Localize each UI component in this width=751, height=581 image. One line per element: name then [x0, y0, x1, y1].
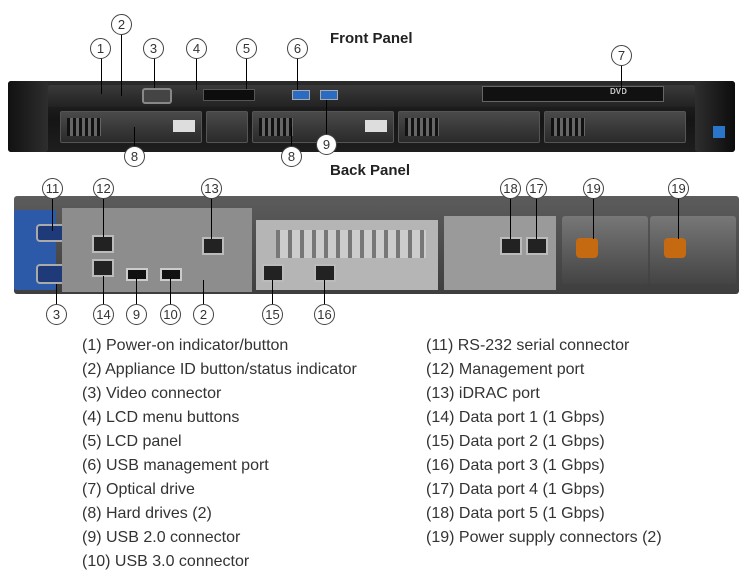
data-port-5: [500, 237, 522, 255]
legend-item: (4) LCD menu buttons: [82, 409, 240, 426]
back-panel-image: [14, 196, 739, 294]
leader-line: [324, 280, 325, 304]
callout-1: 1: [90, 38, 111, 59]
power-connector-2: [664, 238, 686, 258]
leader-line: [326, 100, 327, 134]
callout-13: 13: [201, 178, 222, 199]
callout-3: 3: [143, 38, 164, 59]
front-left-ear: [8, 81, 48, 152]
callout-14: 14: [93, 304, 114, 325]
callout-8a: 8: [124, 146, 145, 167]
leader-line: [678, 197, 679, 239]
callout-8b: 8: [281, 146, 302, 167]
intel-badge: [713, 126, 725, 138]
leader-line: [121, 33, 122, 96]
leader-line: [203, 280, 204, 304]
legend-left: (1) Power-on indicator/button (2) Applia…: [82, 334, 357, 574]
callout-19b: 19: [668, 178, 689, 199]
leader-line: [101, 57, 102, 94]
leader-line: [136, 278, 137, 304]
legend-item: (9) USB 2.0 connector: [82, 529, 241, 546]
leader-line: [297, 57, 298, 90]
callout-15: 15: [262, 304, 283, 325]
callout-18: 18: [500, 178, 521, 199]
leader-line: [621, 64, 622, 94]
data-port-2: [262, 264, 284, 282]
callout-16: 16: [314, 304, 335, 325]
callout-9-front: 9: [316, 134, 337, 155]
drive-bay: [398, 111, 540, 143]
leader-line: [211, 197, 212, 239]
leader-line: [170, 278, 171, 304]
legend-item: (11) RS-232 serial connector: [426, 337, 630, 354]
callout-4: 4: [186, 38, 207, 59]
front-usb-port: [320, 90, 338, 100]
legend-item: (15) Data port 2 (1 Gbps): [426, 433, 605, 450]
legend-item: (17) Data port 4 (1 Gbps): [426, 481, 605, 498]
leader-line: [291, 127, 292, 147]
legend-item: (10) USB 3.0 connector: [82, 553, 250, 570]
power-supply-1: [562, 216, 648, 284]
legend-item: (7) Optical drive: [82, 481, 195, 498]
leader-line: [103, 197, 104, 237]
drive-bay: [544, 111, 686, 143]
drive-bay: [60, 111, 202, 143]
legend-item: (14) Data port 1 (1 Gbps): [426, 409, 605, 426]
callout-19a: 19: [583, 178, 604, 199]
data-port-3: [314, 264, 336, 282]
legend-item: (8) Hard drives (2): [82, 505, 212, 522]
usb-management-port: [292, 90, 310, 100]
front-video-connector: [142, 88, 172, 104]
callout-10: 10: [160, 304, 181, 325]
management-port: [92, 235, 114, 253]
drive-bay: [206, 111, 248, 143]
data-port-1: [92, 259, 114, 277]
legend-item: (2) Appliance ID button/status indicator: [82, 361, 357, 378]
rear-usb-2-connector: [126, 268, 148, 281]
callout-2-back: 2: [193, 304, 214, 325]
callout-12: 12: [93, 178, 114, 199]
callout-5: 5: [236, 38, 257, 59]
data-port-4: [526, 237, 548, 255]
legend-item: (19) Power supply connectors (2): [426, 529, 662, 546]
legend-item: (16) Data port 3 (1 Gbps): [426, 457, 605, 474]
leader-line: [593, 197, 594, 239]
callout-7: 7: [611, 45, 632, 66]
leader-line: [154, 57, 155, 88]
legend-item: (3) Video connector: [82, 385, 222, 402]
leader-line: [196, 57, 197, 90]
front-panel-title: Front Panel: [330, 30, 413, 47]
power-connector-1: [576, 238, 598, 258]
leader-line: [56, 284, 57, 304]
callout-2: 2: [111, 14, 132, 35]
idrac-port: [202, 237, 224, 255]
power-supply-2: [650, 216, 736, 284]
leader-line: [134, 127, 135, 147]
legend-item: (18) Data port 5 (1 Gbps): [426, 505, 605, 522]
legend-item: (6) USB management port: [82, 457, 269, 474]
dvd-logo: DVD: [610, 87, 627, 96]
callout-9-back: 9: [126, 304, 147, 325]
leader-line: [52, 197, 53, 231]
leader-line: [246, 57, 247, 89]
leader-line: [510, 197, 511, 239]
legend-item: (1) Power-on indicator/button: [82, 337, 289, 354]
pcie-riser: [256, 220, 438, 290]
legend-item: (13) iDRAC port: [426, 385, 540, 402]
legend-item: (12) Management port: [426, 361, 585, 378]
callout-6: 6: [287, 38, 308, 59]
callout-11: 11: [42, 178, 63, 199]
callout-3-back: 3: [46, 304, 67, 325]
legend-right: (11) RS-232 serial connector (12) Manage…: [426, 334, 662, 550]
callout-17: 17: [526, 178, 547, 199]
leader-line: [103, 276, 104, 304]
legend-item: (5) LCD panel: [82, 433, 182, 450]
optical-drive: [482, 86, 664, 102]
lcd-panel: [203, 89, 255, 101]
front-right-ear: [695, 81, 735, 152]
leader-line: [536, 197, 537, 239]
leader-line: [272, 280, 273, 304]
rear-usb-3-connector: [160, 268, 182, 281]
back-panel-title: Back Panel: [330, 162, 411, 179]
